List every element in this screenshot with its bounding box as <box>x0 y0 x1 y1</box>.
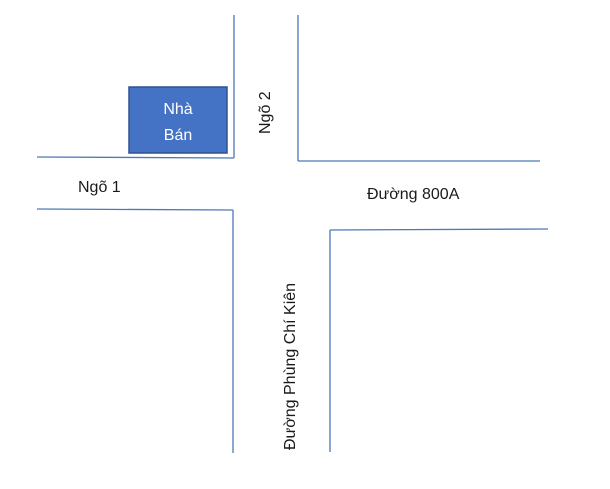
house-for-sale-marker: Nhà Bán <box>128 86 228 154</box>
ngo-2-label: Ngõ 2 <box>257 91 274 134</box>
ngo-1-south-edge <box>36 208 234 211</box>
duong-phung-chi-kien-label: Đường Phùng Chí Kiên <box>282 283 299 450</box>
duong-800a-label: Đường 800A <box>367 186 460 203</box>
ngo-1-north-edge <box>36 156 235 159</box>
house-label-line-1: Nhà <box>163 101 192 118</box>
house-for-sale-box <box>128 86 228 154</box>
house-label-line-2: Bán <box>164 127 192 144</box>
duong-800a-south-edge <box>329 228 549 231</box>
ngo-1-label: Ngõ 1 <box>78 179 121 196</box>
